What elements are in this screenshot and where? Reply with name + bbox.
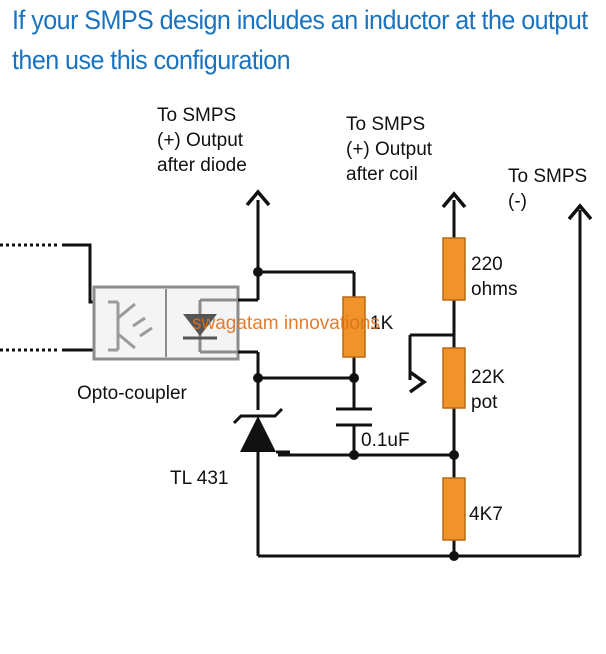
watermark: swagatam innovations xyxy=(192,313,380,334)
label-smps-after-diode: To SMPS (+) Output after diode xyxy=(157,105,247,176)
resistors xyxy=(342,237,466,541)
label-smps-negative: To SMPS (-) xyxy=(508,166,588,212)
label-capacitor: 0.1uF xyxy=(361,430,410,451)
label-tl431: TL 431 xyxy=(170,468,229,489)
arrowheads xyxy=(245,189,593,394)
arrow-up-icon xyxy=(567,203,593,221)
arrow-up-icon xyxy=(441,191,467,209)
arrow-up-icon xyxy=(245,189,271,207)
phototransistor-icon xyxy=(108,300,153,352)
label-opto-coupler: Opto-coupler xyxy=(77,383,187,404)
heading-line-1: If your SMPS design includes an inductor… xyxy=(12,5,588,35)
input-leads xyxy=(0,243,108,352)
label-4k7: 4K7 xyxy=(469,504,503,525)
page-heading: If your SMPS design includes an inductor… xyxy=(12,0,588,80)
potentiometer-22k xyxy=(442,347,466,409)
label-smps-after-coil: To SMPS (+) Output after coil xyxy=(346,114,433,185)
junction-dots xyxy=(253,267,459,561)
capacitor-icon xyxy=(336,407,372,427)
tl431-icon xyxy=(232,407,290,454)
resistor-220 xyxy=(442,237,466,301)
heading-line-2: then use this configuration xyxy=(12,45,291,75)
circuit-wires xyxy=(238,200,582,558)
label-1k: 1K xyxy=(370,313,394,334)
resistor-4k7 xyxy=(442,477,466,541)
label-220-ohms: 220 ohms xyxy=(471,254,518,300)
led-icon xyxy=(183,298,238,354)
opto-coupler xyxy=(92,285,240,361)
label-22k-pot: 22K pot xyxy=(471,367,505,413)
arrow-right-icon xyxy=(408,370,428,394)
resistor-1k xyxy=(342,296,366,358)
